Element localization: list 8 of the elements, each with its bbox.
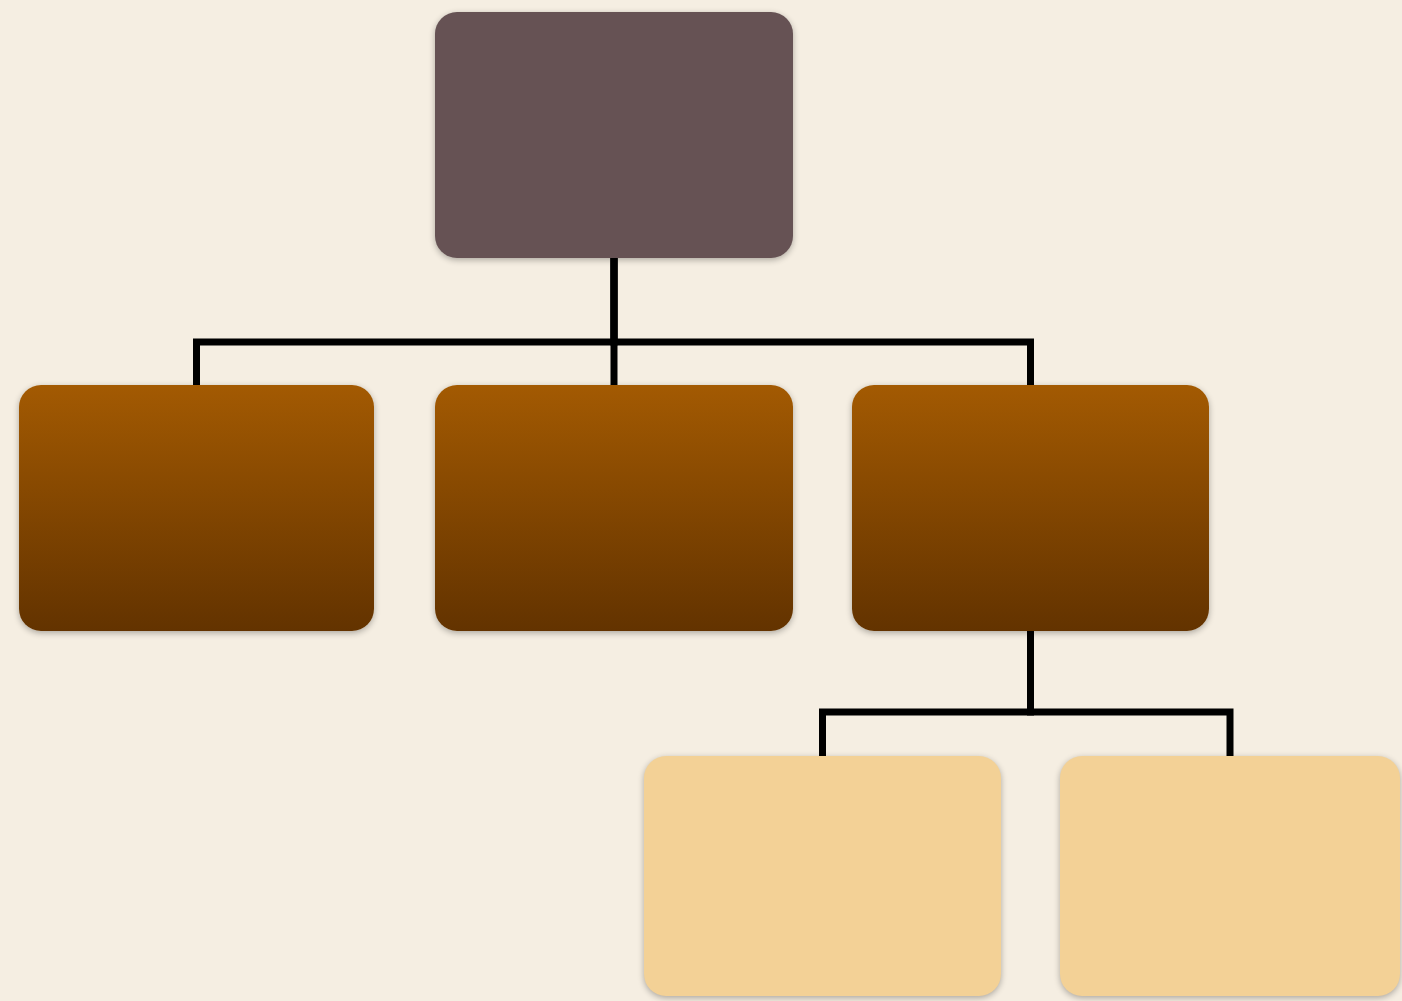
org-chart-box — [435, 385, 793, 631]
org-chart-box — [19, 385, 374, 631]
connector-line — [610, 258, 1034, 385]
org-chart-box — [1060, 756, 1400, 996]
org-chart-box — [852, 385, 1209, 631]
org-chart-box — [644, 756, 1001, 996]
connector-line — [1027, 631, 1234, 756]
org-chart-box — [435, 12, 793, 258]
